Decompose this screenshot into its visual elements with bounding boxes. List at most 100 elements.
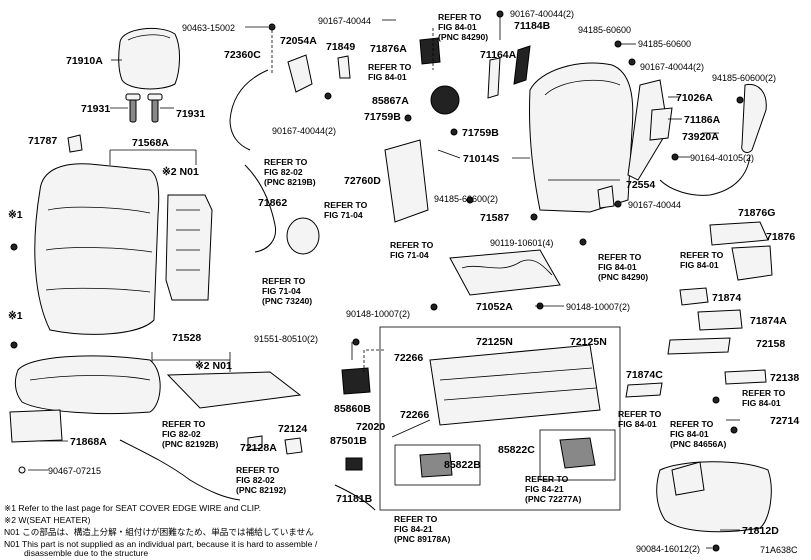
seatback-frame-71014S[interactable]: [528, 62, 634, 213]
motor-85822C[interactable]: [559, 437, 596, 469]
ref-84-01-top[interactable]: REFER TO FIG 84-01: [368, 62, 414, 82]
ref-82-02-82192[interactable]: REFER TO FIG 82-02 (PNC 82192): [236, 465, 286, 495]
label-71874C[interactable]: 71874C: [626, 369, 663, 381]
seatback-cover-71568A[interactable]: [34, 163, 160, 335]
sensor-87501B[interactable]: [345, 457, 363, 471]
label-72266-a[interactable]: 72266: [394, 352, 423, 364]
label-90164-40105-2[interactable]: 90164-40105(2): [690, 153, 754, 163]
switch-85860B[interactable]: [341, 367, 371, 395]
ref-84-01-84656a[interactable]: REFER TO FIG 84-01 (PNC 84656A): [670, 419, 726, 449]
ref-82-02-82192b[interactable]: REFER TO FIG 82-02 (PNC 82192B): [162, 419, 218, 449]
rail-cover-72158[interactable]: [667, 337, 731, 355]
ref-84-01-pair[interactable]: REFER TO FIG 84-01: [618, 409, 664, 429]
knob-84656A[interactable]: [671, 461, 705, 496]
label-72266-b[interactable]: 72266: [400, 409, 429, 421]
ref-84-01-84290-mid[interactable]: REFER TO FIG 84-01 (PNC 84290): [598, 252, 648, 282]
label-94185-60600-b[interactable]: 94185-60600: [638, 39, 691, 49]
label-72158[interactable]: 72158: [756, 338, 785, 350]
headrest-guide-71931[interactable]: [125, 93, 163, 123]
label-71876[interactable]: 71876: [766, 231, 795, 243]
label-71868A[interactable]: 71868A: [70, 436, 107, 448]
label-71874[interactable]: 71874: [712, 292, 741, 304]
label-71184B[interactable]: 71184B: [514, 20, 551, 32]
label-71568A[interactable]: 71568A: [132, 137, 169, 149]
label-90167-40044-2a[interactable]: 90167-40044(2): [510, 9, 574, 19]
label-71931-b[interactable]: 71931: [176, 108, 205, 120]
pad-71862[interactable]: [286, 217, 320, 255]
label-85822B[interactable]: 85822B: [444, 459, 481, 471]
recliner-72760D[interactable]: [384, 139, 429, 223]
label-72714[interactable]: 72714: [770, 415, 799, 427]
motor-85822B[interactable]: [419, 452, 453, 478]
label-71876A[interactable]: 71876A: [370, 43, 407, 55]
bracket-71164A[interactable]: [487, 57, 501, 99]
label-71876G[interactable]: 71876G: [738, 207, 775, 219]
cover-73920A[interactable]: [741, 83, 767, 153]
label-72124[interactable]: 72124: [278, 423, 307, 435]
bracket-72554[interactable]: [597, 185, 615, 209]
label-72554[interactable]: 72554: [626, 179, 655, 191]
ref-82-02-8219b[interactable]: REFER TO FIG 82-02 (PNC 8219B): [264, 157, 316, 187]
label-94185-60600-2a[interactable]: 94185-60600(2): [712, 73, 776, 83]
label-90167-40044-mid[interactable]: 90167-40044: [628, 200, 681, 210]
label-90119-10601-4[interactable]: 90119-10601(4): [490, 238, 553, 248]
side-cover-71026A[interactable]: [627, 79, 669, 181]
label-71874A[interactable]: 71874A: [750, 315, 787, 327]
label-N01-a[interactable]: ※2 N01: [162, 166, 199, 178]
bracket-71849[interactable]: [337, 55, 351, 79]
headrest-71910A[interactable]: [118, 28, 180, 90]
label-91551-80510-2[interactable]: 91551-80510(2): [254, 334, 318, 344]
label-71587[interactable]: 71587: [480, 212, 509, 224]
switch-85867A[interactable]: [430, 85, 460, 115]
wire-72360C[interactable]: [229, 69, 269, 151]
label-72054A[interactable]: 72054A: [280, 35, 317, 47]
ref-84-01-right[interactable]: REFER TO FIG 84-01: [680, 250, 726, 270]
cover-71874C[interactable]: [625, 382, 663, 398]
label-71759B-b[interactable]: 71759B: [462, 127, 499, 139]
bracket-71876G[interactable]: [709, 221, 769, 246]
ref-84-01-84290-top[interactable]: REFER TO FIG 84-01 (PNC 84290): [438, 12, 488, 42]
clip-72124[interactable]: [284, 437, 303, 455]
ref-71-04-73240[interactable]: REFER TO FIG 71-04 (PNC 73240): [262, 276, 312, 306]
label-71181B[interactable]: 71181B: [336, 493, 373, 505]
label-71812D[interactable]: 71812D: [742, 525, 779, 537]
label-72360C[interactable]: 72360C: [224, 49, 261, 61]
label-note1-marker-b[interactable]: ※1: [8, 310, 23, 322]
label-90167-40044-top[interactable]: 90167-40044: [318, 16, 371, 26]
label-72128A[interactable]: 72128A: [240, 442, 277, 454]
cover-71874[interactable]: [679, 287, 709, 306]
label-72125N-b[interactable]: 72125N: [570, 336, 607, 348]
seat-cushion-cover-71528[interactable]: [14, 355, 161, 415]
label-90084-16012-2[interactable]: 90084-16012(2): [636, 544, 700, 554]
label-71931-a[interactable]: 71931: [81, 103, 110, 115]
seat-adjuster-72020[interactable]: [429, 344, 601, 426]
label-90148-10007-2a[interactable]: 90148-10007(2): [346, 309, 410, 319]
label-71186A[interactable]: 71186A: [684, 114, 721, 126]
label-71528[interactable]: 71528: [172, 332, 201, 344]
label-94185-60600-2b[interactable]: 94185-60600(2): [434, 194, 498, 204]
panel-71868A[interactable]: [9, 409, 63, 443]
label-72020[interactable]: 72020: [356, 421, 385, 433]
label-85867A[interactable]: 85867A: [372, 95, 409, 107]
cover-71876A[interactable]: [419, 37, 441, 65]
cushion-frame-71052A[interactable]: [449, 249, 561, 296]
label-72125N-a[interactable]: 72125N: [476, 336, 513, 348]
label-71026A[interactable]: 71026A: [676, 92, 713, 104]
label-N01-b[interactable]: ※2 N01: [195, 360, 232, 372]
label-73920A[interactable]: 73920A: [682, 131, 719, 143]
label-85822C[interactable]: 85822C: [498, 444, 535, 456]
clip-72128A[interactable]: [247, 435, 263, 451]
label-90167-40044-2c[interactable]: 90167-40044(2): [272, 126, 336, 136]
label-71849[interactable]: 71849: [326, 41, 355, 53]
bracket-71186A[interactable]: [649, 107, 673, 141]
clip-90467-07215[interactable]: [18, 466, 26, 474]
label-71759B-a[interactable]: 71759B: [364, 111, 401, 123]
clip-71787[interactable]: [67, 134, 83, 153]
label-71014S[interactable]: 71014S: [463, 153, 499, 165]
label-90167-40044-2b[interactable]: 90167-40044(2): [640, 62, 704, 72]
label-71910A[interactable]: 71910A: [66, 55, 103, 67]
seatback-heater-N01[interactable]: [165, 194, 213, 301]
ref-84-21-72277a[interactable]: REFER TO FIG 84-21 (PNC 72277A): [525, 474, 581, 504]
label-85860B[interactable]: 85860B: [334, 403, 371, 415]
label-71164A[interactable]: 71164A: [480, 49, 517, 61]
